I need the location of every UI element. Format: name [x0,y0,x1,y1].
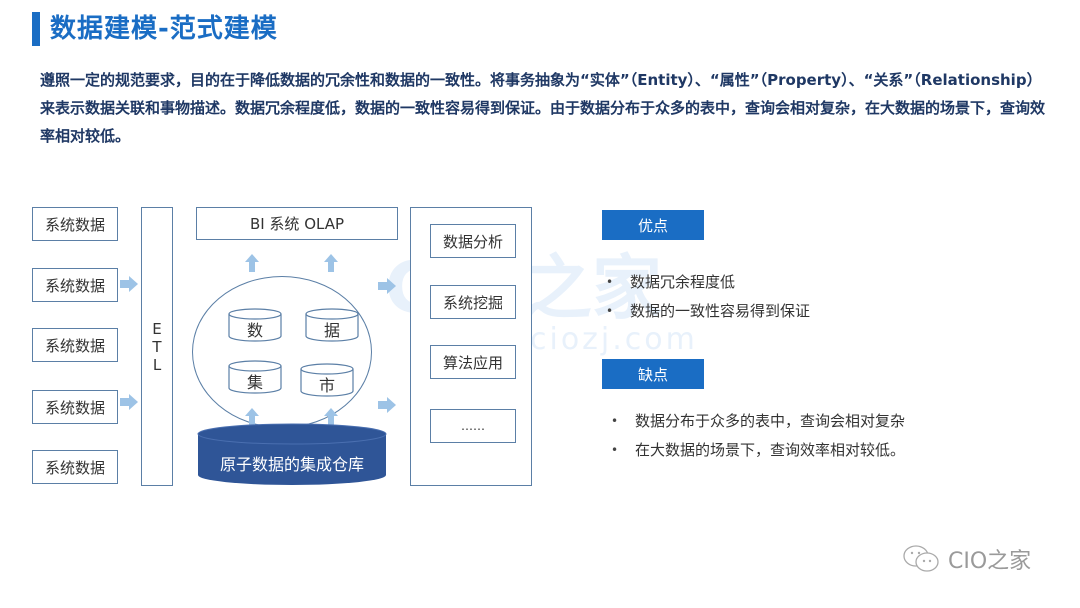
intro-paragraph: 遵照一定的规范要求，目的在于降低数据的冗余性和数据的一致性。将事务抽象为“实体”… [40,71,1046,145]
title-accent-bar [32,12,40,46]
data-mart-cylinder: 集 [228,360,282,394]
cons-tag: 缺点 [602,359,704,389]
arrow-right-icon [120,276,138,292]
tool-box: 算法应用 [430,345,516,379]
tool-box: …… [430,409,516,443]
pros-list: 数据冗余程度低 数据的一致性容易得到保证 [602,268,810,326]
etl-column: E T L [141,207,173,486]
arrow-right-icon [120,394,138,410]
data-mart-cylinder: 数 [228,308,282,342]
pros-tag: 优点 [602,210,704,240]
etl-letter: E [152,319,162,338]
cons-list: 数据分布于众多的表中，查询会相对复杂 在大数据的场景下，查询效率相对较低。 [607,407,905,465]
data-mart-cylinder: 据 [305,308,359,342]
cons-item: 在大数据的场景下，查询效率相对较低。 [607,436,905,465]
cylinder-label: 数 [246,321,263,340]
source-system-box: 系统数据 [32,390,118,424]
arrow-up-icon [245,408,259,426]
arrow-right-icon [378,397,396,413]
etl-letter: L [152,355,162,374]
arrow-up-icon [324,408,338,426]
footer-brand: CIO之家 [902,543,1031,575]
tool-box: 数据分析 [430,224,516,258]
data-mart-ellipse [192,276,372,428]
data-mart-cylinder: 市 [300,363,354,397]
pros-item: 数据冗余程度低 [602,268,810,297]
cylinder-label: 集 [246,373,263,392]
source-system-box: 系统数据 [32,328,118,362]
footer-brand-text: CIO之家 [948,549,1032,574]
cylinder-label: 据 [323,321,340,340]
arrow-right-icon [378,278,396,294]
source-system-box: 系统数据 [32,207,118,241]
cons-item: 数据分布于众多的表中，查询会相对复杂 [607,407,905,436]
bi-olap-box: BI 系统 OLAP [196,207,398,240]
arrow-up-icon [324,254,338,272]
warehouse-label: 原子数据的集成仓库 [219,455,364,474]
etl-letter: T [152,337,162,356]
page-title: 数据建模-范式建模 [50,14,278,44]
pros-item: 数据的一致性容易得到保证 [602,297,810,326]
cylinder-label: 市 [318,376,335,395]
warehouse-cylinder: 原子数据的集成仓库 [197,423,387,487]
arrow-up-icon [245,254,259,272]
watermark-url: ciozj.com [530,322,698,357]
tool-box: 系统挖掘 [430,285,516,319]
wechat-icon [903,545,939,572]
source-system-box: 系统数据 [32,450,118,484]
source-system-box: 系统数据 [32,268,118,302]
